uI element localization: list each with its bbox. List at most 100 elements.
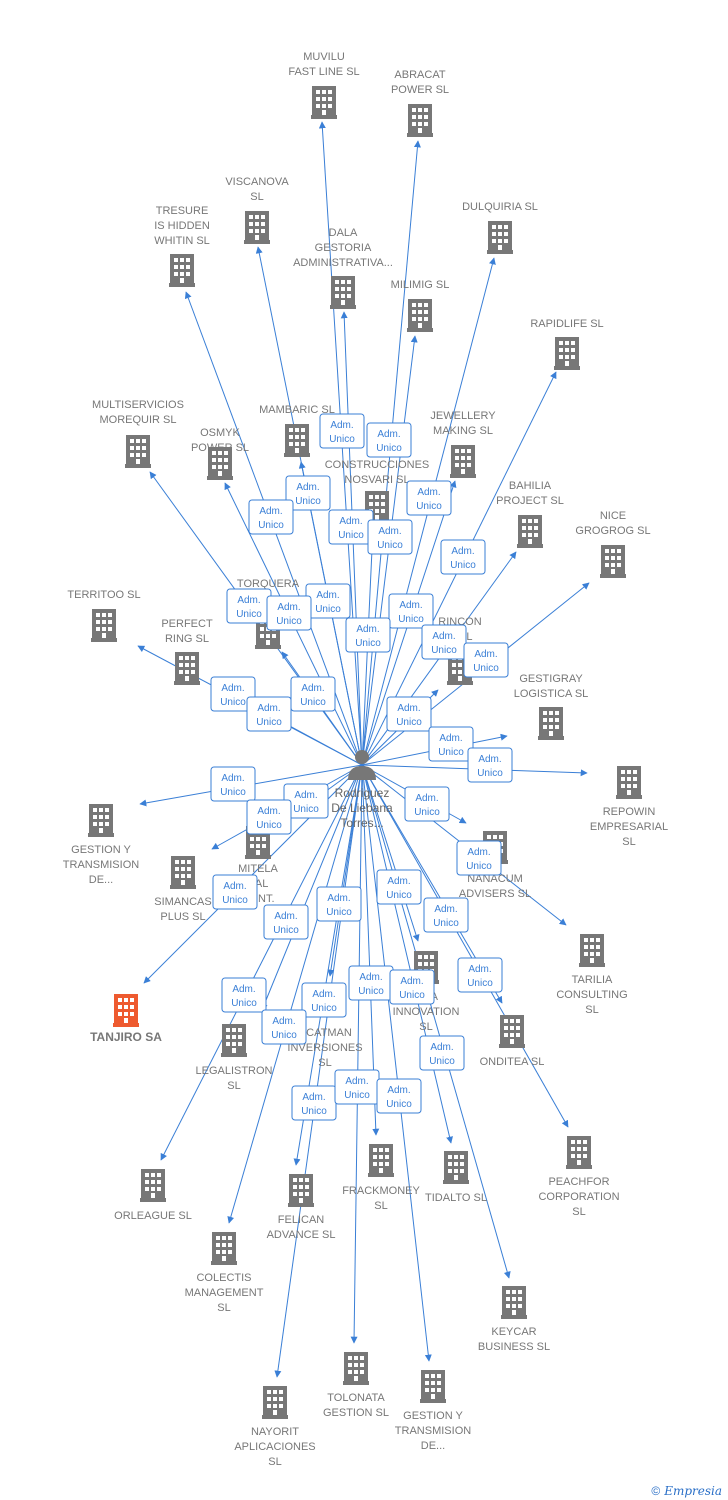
role-badge[interactable]: Adm.Unico [376, 869, 422, 905]
role-badge[interactable]: Adm.Unico [212, 874, 258, 910]
role-badge[interactable]: Adm.Unico [334, 1069, 380, 1105]
company-node[interactable]: RAPIDLIFE SL [530, 318, 604, 370]
role-badge[interactable]: Adm.Unico [305, 583, 351, 619]
company-node[interactable]: MILIMIG SL [391, 279, 450, 332]
role-badge[interactable]: Adm.Unico [210, 766, 256, 802]
role-badge[interactable]: Adm.Unico [386, 696, 432, 732]
company-node[interactable]: TERRITOO SL [67, 589, 141, 642]
person-icon [348, 750, 376, 780]
building-icon [174, 652, 200, 685]
role-badge[interactable]: Adm.Unico [263, 904, 309, 940]
role-badge[interactable]: Adm.Unico [423, 897, 469, 933]
company-label: DULQUIRIA SL [462, 201, 538, 213]
relationship-edge [361, 764, 511, 1279]
role-badge[interactable]: Adm.Unico [404, 786, 450, 822]
role-badge[interactable]: Adm.Unico [406, 480, 452, 516]
role-badge[interactable]: Adm.Unico [457, 957, 503, 993]
role-badge[interactable]: Adm.Unico [266, 595, 312, 631]
role-badge[interactable]: Adm.Unico [440, 539, 486, 575]
role-badge[interactable]: Adm.Unico [210, 676, 256, 712]
company-node[interactable]: DULQUIRIA SL [462, 201, 538, 254]
company-node[interactable]: TORQUERA [237, 578, 300, 649]
role-badge[interactable]: Adm.Unico [389, 969, 435, 1005]
building-icon [88, 804, 114, 837]
role-badge[interactable]: Adm.Unico [456, 840, 502, 876]
role-badge-text: Adm.Unico [220, 683, 246, 708]
role-badge[interactable]: Adm.Unico [367, 519, 413, 555]
role-badge-text: Adm.Unico [300, 683, 326, 708]
role-badge[interactable]: Adm.Unico [226, 588, 272, 624]
role-badge[interactable]: Adm.Unico [345, 617, 391, 653]
role-badge[interactable]: Adm.Unico [261, 1009, 307, 1045]
company-node[interactable]: MAMBARIC SL [259, 404, 335, 457]
role-badge[interactable]: Adm.Unico [283, 783, 329, 819]
role-badge-text: Adm.Unico [355, 624, 381, 649]
relationship-edge [227, 764, 363, 1224]
relationship-edge [274, 764, 363, 1378]
role-badge[interactable]: Adm.Unico [290, 676, 336, 712]
role-badge[interactable]: Adm.Unico [366, 422, 412, 458]
company-node[interactable]: TANJIRO SA [90, 994, 162, 1044]
role-badge[interactable]: Adm.Unico [348, 965, 394, 1001]
role-badge[interactable]: Adm.Unico [428, 726, 474, 762]
role-badge[interactable]: Adm.Unico [376, 1078, 422, 1114]
role-badge[interactable]: Adm.Unico [248, 499, 294, 535]
role-badge[interactable]: Adm.Unico [419, 1035, 465, 1071]
role-badge-frame [428, 726, 474, 762]
company-node[interactable]: ONDITEA SL [480, 1015, 545, 1068]
company-node[interactable]: TIDALTO SL [425, 1151, 487, 1204]
company-node[interactable]: ORLEAGUE SL [114, 1169, 192, 1222]
role-badge[interactable]: Adm.Unico [291, 1085, 337, 1121]
role-badge[interactable]: Adm.Unico [246, 799, 292, 835]
role-badge-text: Adm.Unico [329, 420, 355, 445]
role-badge[interactable]: Adm.Unico [301, 982, 347, 1018]
role-badge[interactable]: Adm.Unico [316, 886, 362, 922]
role-badge[interactable]: Adm.Unico [421, 624, 467, 660]
role-badge[interactable]: Adm.Unico [328, 509, 374, 545]
role-badge[interactable]: Adm.Unico [285, 475, 331, 511]
building-icon [244, 211, 270, 244]
company-label: ORLEAGUE SL [114, 1210, 192, 1222]
role-badge[interactable]: Adm.Unico [221, 977, 267, 1013]
role-badge[interactable]: Adm.Unico [467, 747, 513, 783]
role-badge[interactable]: Adm.Unico [388, 593, 434, 629]
role-badge[interactable]: Adm.Unico [246, 696, 292, 732]
role-badge[interactable]: Adm.Unico [319, 413, 365, 449]
role-badge[interactable]: Adm.Unico [463, 642, 509, 678]
